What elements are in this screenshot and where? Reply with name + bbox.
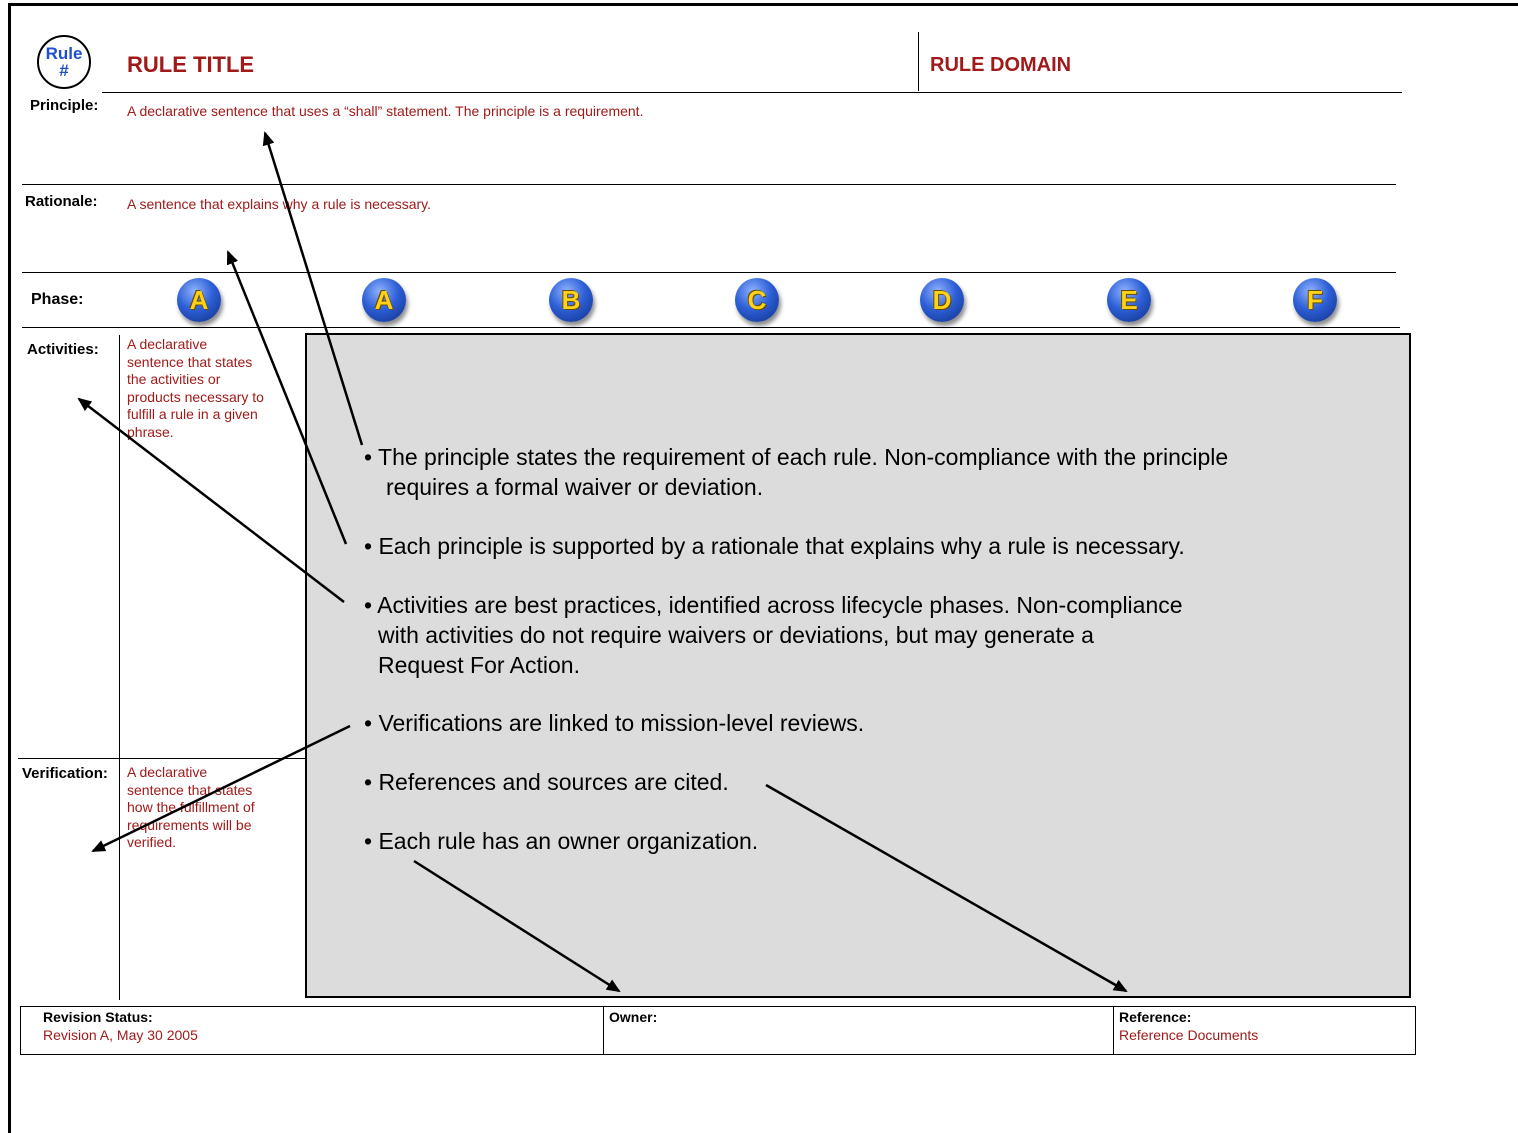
revision-status-label: Revision Status: bbox=[43, 1009, 153, 1025]
note-principle-line2: requires a formal waiver or deviation. bbox=[386, 474, 764, 500]
arrow-to-verification bbox=[91, 724, 351, 853]
phase-icon-c: C bbox=[735, 278, 779, 322]
page-frame bbox=[8, 3, 1518, 1133]
phase-icon-a-pre: A bbox=[177, 278, 221, 322]
revision-status-value: Revision A, May 30 2005 bbox=[43, 1027, 198, 1043]
header-divider bbox=[918, 32, 919, 91]
note-references-line1: • References and sources are cited. bbox=[364, 769, 729, 795]
note-owner: • Each rule has an owner organization. bbox=[364, 826, 758, 856]
phase-label: Phase: bbox=[31, 291, 84, 308]
activities-label: Activities: bbox=[27, 341, 99, 358]
badge-line2: # bbox=[59, 61, 69, 80]
note-principle-line1: • The principle states the requirement o… bbox=[364, 444, 1229, 470]
principle-text: A declarative sentence that uses a “shal… bbox=[127, 103, 644, 119]
rationale-label: Rationale: bbox=[25, 193, 98, 210]
verification-label: Verification: bbox=[22, 765, 108, 782]
phase-icon-d: D bbox=[920, 278, 964, 322]
footer-divider-2 bbox=[1113, 1007, 1114, 1054]
arrow-to-rationale bbox=[226, 250, 348, 545]
arrow-to-owner bbox=[413, 859, 621, 993]
principle-label: Principle: bbox=[30, 97, 99, 114]
footer-divider-1 bbox=[603, 1007, 604, 1054]
note-principle: • The principle states the requirement o… bbox=[364, 442, 1228, 502]
note-activities-line1: • Activities are best practices, identif… bbox=[364, 592, 1183, 618]
phase-icon-f: F bbox=[1293, 278, 1337, 322]
rationale-divider bbox=[22, 272, 1396, 273]
verification-text: A declarative sentence that states how t… bbox=[127, 764, 255, 850]
note-activities-line3: Request For Action. bbox=[378, 652, 580, 678]
explanation-panel bbox=[305, 333, 1411, 998]
label-column-divider bbox=[119, 335, 120, 1000]
note-rationale: • Each principle is supported by a ratio… bbox=[364, 531, 1185, 561]
note-rationale-line1: • Each principle is supported by a ratio… bbox=[364, 533, 1185, 559]
note-verification-line1: • Verifications are linked to mission-le… bbox=[364, 710, 865, 736]
rationale-text: A sentence that explains why a rule is n… bbox=[127, 196, 432, 212]
phase-icon-e: E bbox=[1107, 278, 1151, 322]
footer-table: Revision Status: Revision A, May 30 2005… bbox=[20, 1006, 1416, 1055]
header-rule-line bbox=[102, 92, 1402, 93]
footer-revision-cell: Revision Status: Revision A, May 30 2005 bbox=[21, 1007, 604, 1054]
note-activities-line2: with activities do not require waivers o… bbox=[378, 622, 1094, 648]
note-verification: • Verifications are linked to mission-le… bbox=[364, 708, 864, 738]
phase-icon-b: B bbox=[549, 278, 593, 322]
arrow-to-reference bbox=[765, 783, 1128, 993]
activities-divider bbox=[18, 758, 306, 759]
note-references: • References and sources are cited. bbox=[364, 767, 729, 797]
rule-domain: RULE DOMAIN bbox=[930, 54, 1072, 76]
phase-icon-a: A bbox=[362, 278, 406, 322]
rule-title: RULE TITLE bbox=[127, 52, 255, 77]
note-activities: • Activities are best practices, identif… bbox=[364, 590, 1183, 680]
arrow-to-activities bbox=[77, 397, 345, 603]
note-owner-line1: • Each rule has an owner organization. bbox=[364, 828, 759, 854]
phase-divider bbox=[22, 327, 1400, 328]
footer-owner-cell: Owner: bbox=[604, 1007, 1114, 1054]
footer-reference-cell: Reference: Reference Documents bbox=[1114, 1007, 1414, 1054]
owner-label: Owner: bbox=[609, 1009, 658, 1025]
arrow-to-principle bbox=[262, 131, 364, 446]
principle-divider bbox=[22, 184, 1396, 185]
badge-line1: Rule bbox=[45, 44, 83, 63]
activities-text: A declarative sentence that states the a… bbox=[127, 336, 264, 440]
rule-number-badge: Rule # bbox=[37, 35, 91, 89]
reference-label: Reference: bbox=[1119, 1009, 1192, 1025]
reference-value: Reference Documents bbox=[1119, 1027, 1259, 1043]
